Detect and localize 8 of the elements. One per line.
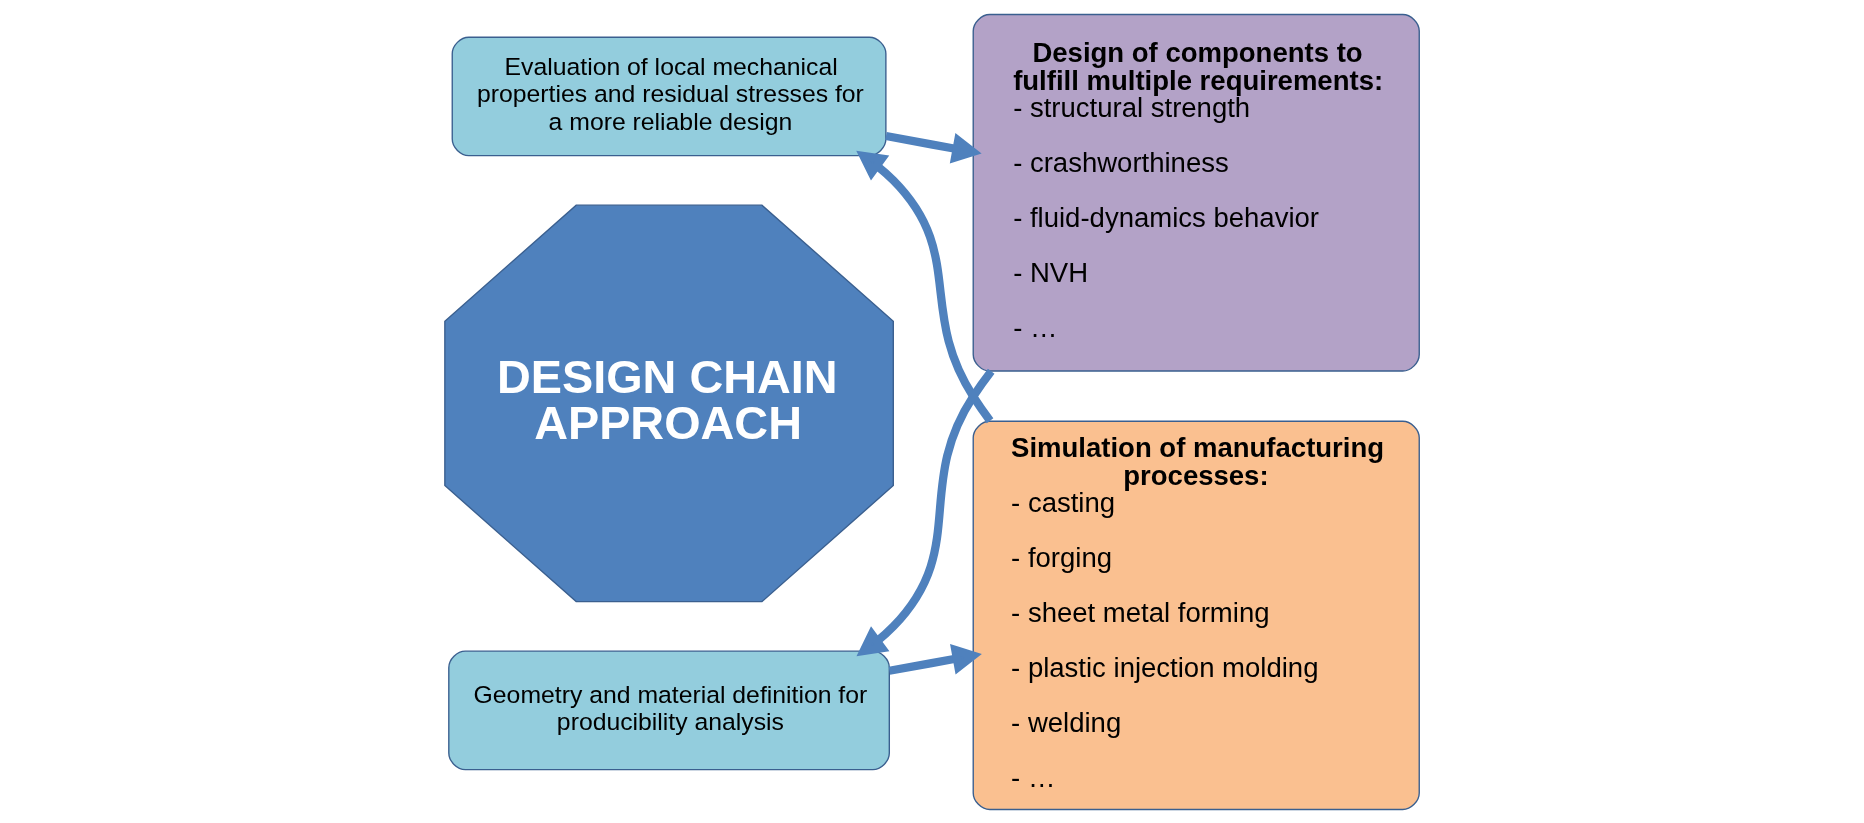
node-box: Geometry and material definition for producibility analysis	[448, 650, 890, 770]
arrow	[885, 131, 982, 163]
arrow	[856, 150, 994, 423]
arrow	[888, 643, 982, 675]
node-box: Evaluation of local mechanical properties and residual stresses for a more reliable design	[451, 36, 887, 156]
node-box: Simulation of manufacturing processes: - casting - forging - sheet metal forming - plastic injection molding - welding - …	[972, 420, 1420, 810]
node-box: Design of components to fulfill multiple requirements: - structural strength - crashworthiness - fluid-dynamics behavior - NVH - …	[972, 13, 1420, 372]
arrow	[856, 368, 995, 656]
